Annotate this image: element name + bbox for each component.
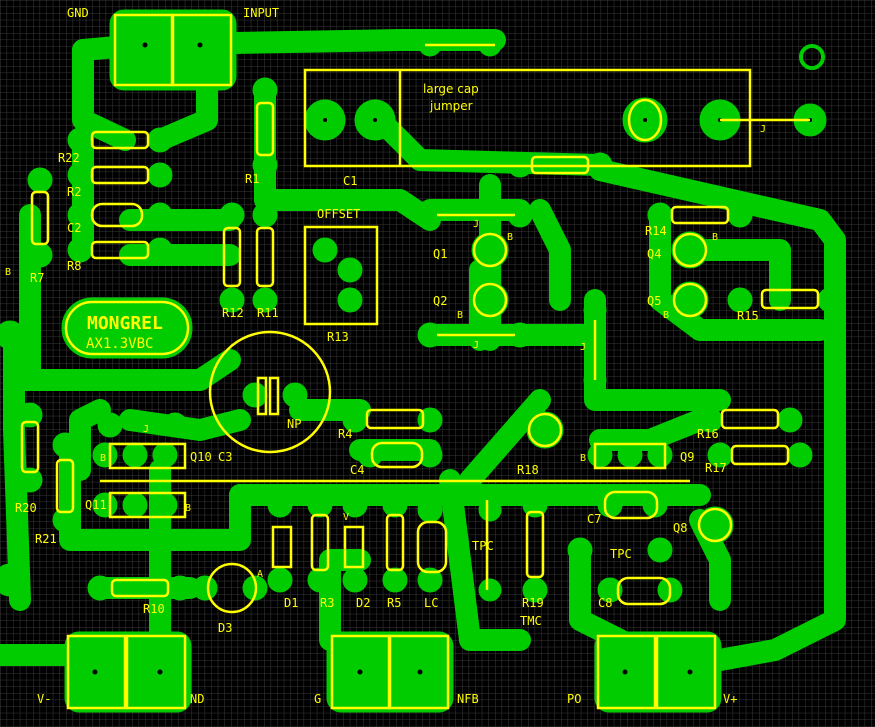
label-c3: C3: [218, 450, 232, 464]
label-c2: C2: [67, 221, 81, 235]
note-tpc-2: TPC: [610, 547, 632, 561]
label-q1: Q1: [433, 247, 447, 261]
label-r15: R15: [737, 309, 759, 323]
label-r22: R22: [58, 151, 80, 165]
pin-mark-b-q1: B: [507, 232, 513, 243]
pin-mark-j-2: J: [473, 340, 479, 351]
pin-mark-j-4: J: [143, 424, 149, 435]
connector-label-v-plus: V+: [723, 692, 737, 706]
pin-mark-j-1: J: [473, 219, 479, 230]
label-r8: R8: [67, 259, 81, 273]
label-r18: R18: [517, 463, 539, 477]
label-d3: D3: [218, 621, 232, 635]
pin-mark-b-q10: B: [100, 453, 106, 464]
label-r17: R17: [705, 461, 727, 475]
label-q8: Q8: [673, 521, 687, 535]
label-r21: R21: [35, 532, 57, 546]
label-r10: R10: [143, 602, 165, 616]
pin-mark-b-q2: B: [457, 310, 463, 321]
label-r5: R5: [387, 596, 401, 610]
silkscreen-layer: [20, 13, 820, 710]
pin-mark-b-edge: B: [5, 267, 11, 278]
label-q2: Q2: [433, 294, 447, 308]
label-r19: R19: [522, 596, 544, 610]
note-np: NP: [287, 417, 301, 431]
label-q5: Q5: [647, 294, 661, 308]
connector-label-v-minus: V-: [37, 692, 51, 706]
note-tpc-1: TPC: [472, 539, 494, 553]
connector-label-nd: ND: [190, 692, 204, 706]
label-r14: R14: [645, 224, 667, 238]
label-r13: R13: [327, 330, 349, 344]
note-jumper: jumper: [429, 99, 473, 113]
pin-mark-j-3: J: [580, 342, 586, 353]
connector-label-po: PO: [567, 692, 581, 706]
connector-label-g: G: [314, 692, 321, 706]
label-r1: R1: [245, 172, 259, 186]
label-q4: Q4: [647, 247, 661, 261]
pin-mark-j-5: J: [760, 124, 766, 135]
pin-mark-b-q5: B: [663, 310, 669, 321]
label-d2: D2: [356, 596, 370, 610]
pin-mark-a: A: [257, 569, 263, 580]
label-c7: C7: [587, 512, 601, 526]
label-r20: R20: [15, 501, 37, 515]
logo-title: MONGREL: [87, 313, 163, 334]
drill-holes: [92, 42, 825, 675]
label-c1: C1: [343, 174, 357, 188]
labels: GND INPUT V- ND G NFB PO V+ large cap ju…: [5, 6, 766, 706]
label-c8: C8: [598, 596, 612, 610]
logo-subtitle: AX1.3VBC: [86, 336, 153, 352]
label-d1: D1: [284, 596, 298, 610]
label-r3: R3: [320, 596, 334, 610]
label-r4: R4: [338, 427, 352, 441]
pin-mark-b-q4: B: [712, 232, 718, 243]
label-r12: R12: [222, 306, 244, 320]
copper-layer: [0, 9, 846, 713]
label-q9: Q9: [680, 450, 694, 464]
label-r2: R2: [67, 185, 81, 199]
note-large-cap: large cap: [423, 82, 479, 96]
pin-mark-v: V: [343, 512, 349, 523]
label-r11: R11: [257, 306, 279, 320]
connector-label-input: INPUT: [243, 6, 279, 20]
note-offset: OFFSET: [317, 207, 360, 221]
note-tmc: TMC: [520, 614, 542, 628]
label-lc: LC: [424, 596, 438, 610]
label-c4: C4: [350, 463, 364, 477]
connector-label-nfb: NFB: [457, 692, 479, 706]
label-q10: Q10: [190, 450, 212, 464]
label-r7: R7: [30, 271, 44, 285]
label-q11: Q11: [85, 498, 107, 512]
connector-label-gnd: GND: [67, 6, 89, 20]
label-r16: R16: [697, 427, 719, 441]
pin-mark-b-q9: B: [580, 453, 586, 464]
pin-mark-b-q11: B: [185, 503, 191, 514]
